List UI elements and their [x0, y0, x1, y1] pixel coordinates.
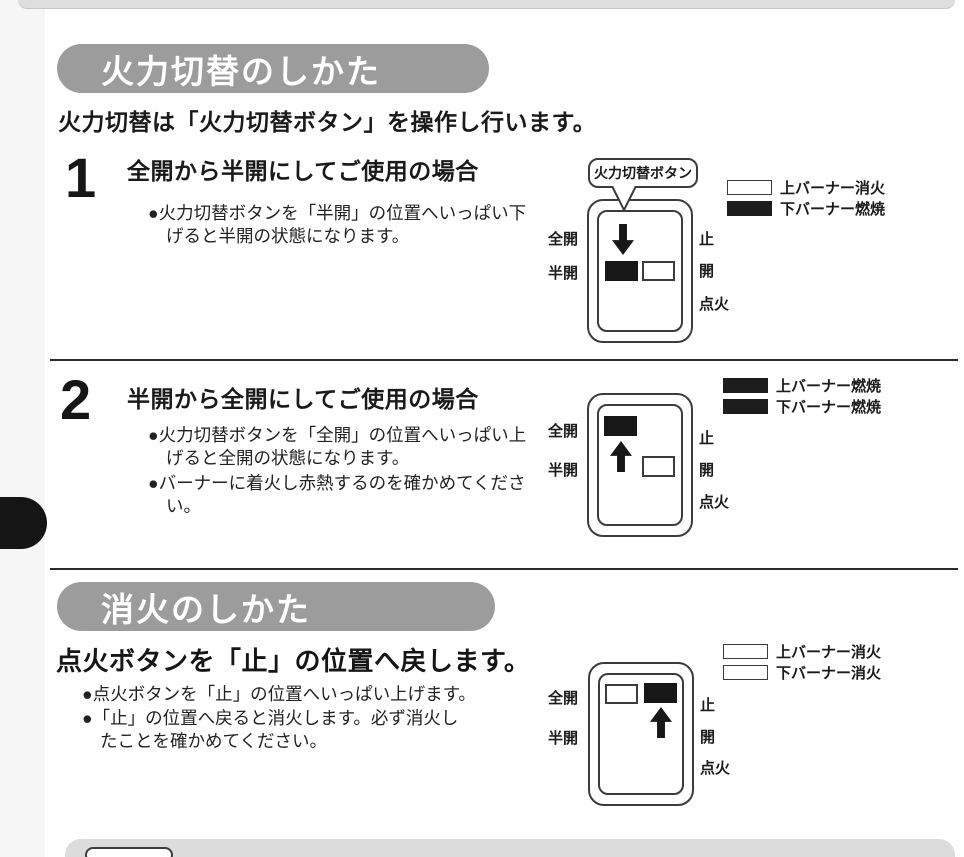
legend-swatch-black — [723, 377, 768, 393]
legend-swatch-black — [727, 200, 772, 216]
section-intro-text: 火力切替は「火力切替ボタン」を操作し行います。 — [58, 109, 597, 135]
extinguish-bullet-2: ●「止」の位置へ戻ると消火します。必ず消火し たことを確かめてください。 — [82, 708, 459, 751]
section-divider — [50, 359, 958, 361]
label-half-open-step1: 半開 — [548, 265, 579, 282]
next-panel-label-box — [85, 847, 173, 857]
callout-pointer-icon — [611, 186, 637, 213]
callout-fire-switch-button: 火力切替ボタン — [588, 158, 698, 188]
legend-row: 下バーナー消火 — [723, 664, 882, 682]
burner-button-white-step2 — [642, 456, 675, 477]
legend-row: 下バーナー燃焼 — [727, 200, 886, 218]
section-banner-hiryoku-kirikae: 火力切替のしかた — [57, 44, 489, 93]
legend-step2: 上バーナー燃焼 下バーナー燃焼 — [723, 377, 882, 416]
extinguish-bullet-1: ●点火ボタンを「止」の位置へいっぱい上げます。 — [82, 684, 476, 704]
burner-button-white-step1 — [642, 261, 675, 281]
label-stop-step1: 止 — [699, 231, 715, 248]
legend-label: 上バーナー消火 — [776, 643, 882, 661]
step2-heading: 半開から全開にしてご使用の場合 — [127, 386, 479, 412]
previous-panel-bottom-edge — [18, 0, 955, 9]
label-full-open-step2: 全開 — [548, 423, 579, 440]
step2-bullet-2: ●バーナーに着火し赤熱するのを確かめてくださ い。 — [148, 473, 526, 516]
legend-row: 上バーナー消火 — [723, 643, 882, 661]
legend-row: 下バーナー燃焼 — [723, 398, 882, 416]
section-divider — [50, 568, 958, 570]
legend-row: 上バーナー燃焼 — [723, 377, 882, 395]
extinguish-heading: 点火ボタンを「止」の位置へ戻します。 — [56, 646, 531, 676]
step2-bullet-1: ●火力切替ボタンを「全開」の位置へいっぱい上 げると全開の状態になります。 — [148, 425, 527, 468]
label-stop-step2: 止 — [699, 430, 715, 447]
step1-bullet: ●火力切替ボタンを「半開」の位置へいっぱい下 げると半開の状態になります。 — [148, 203, 527, 246]
page-left-edge — [0, 0, 45, 857]
section-banner-shouka: 消火のしかた — [57, 582, 495, 631]
label-full-open-extinguish: 全開 — [548, 690, 579, 707]
burner-button-black-extinguish — [644, 683, 677, 703]
legend-swatch-white — [727, 179, 772, 195]
legend-step1: 上バーナー消火 下バーナー燃焼 — [727, 179, 886, 218]
burner-button-black-step2 — [604, 416, 637, 436]
next-panel-top-edge — [65, 839, 955, 857]
legend-swatch-white — [723, 643, 768, 659]
step1-heading: 全開から半開にしてご使用の場合 — [127, 158, 479, 184]
legend-label: 下バーナー燃焼 — [776, 398, 882, 416]
label-ignite-extinguish: 点火 — [700, 760, 731, 777]
label-ignite-step1: 点火 — [699, 296, 730, 313]
label-half-open-step2: 半開 — [548, 462, 579, 479]
label-stop-extinguish: 止 — [700, 697, 716, 714]
burner-button-white-extinguish — [605, 684, 638, 704]
legend-label: 上バーナー燃焼 — [776, 377, 882, 395]
label-full-open-step1: 全開 — [548, 231, 579, 248]
legend-swatch-white — [723, 664, 768, 680]
burner-button-black-step1 — [605, 261, 638, 281]
step2-number: 2 — [60, 368, 92, 431]
label-open-step2: 開 — [699, 462, 715, 479]
label-half-open-extinguish: 半開 — [548, 730, 579, 747]
legend-label: 下バーナー消火 — [776, 664, 882, 682]
legend-label: 下バーナー燃焼 — [780, 200, 886, 218]
legend-extinguish: 上バーナー消火 下バーナー消火 — [723, 643, 882, 682]
step1-number: 1 — [65, 146, 97, 209]
section-banner-title: 消火のしかた — [101, 590, 311, 628]
legend-swatch-black — [723, 398, 768, 414]
legend-row: 上バーナー消火 — [727, 179, 886, 197]
legend-label: 上バーナー消火 — [780, 179, 886, 197]
label-open-step1: 開 — [699, 263, 715, 280]
label-ignite-step2: 点火 — [699, 494, 730, 511]
label-open-extinguish: 開 — [700, 729, 716, 746]
section-banner-title: 火力切替のしかた — [101, 52, 381, 90]
page-index-tab — [0, 497, 47, 549]
